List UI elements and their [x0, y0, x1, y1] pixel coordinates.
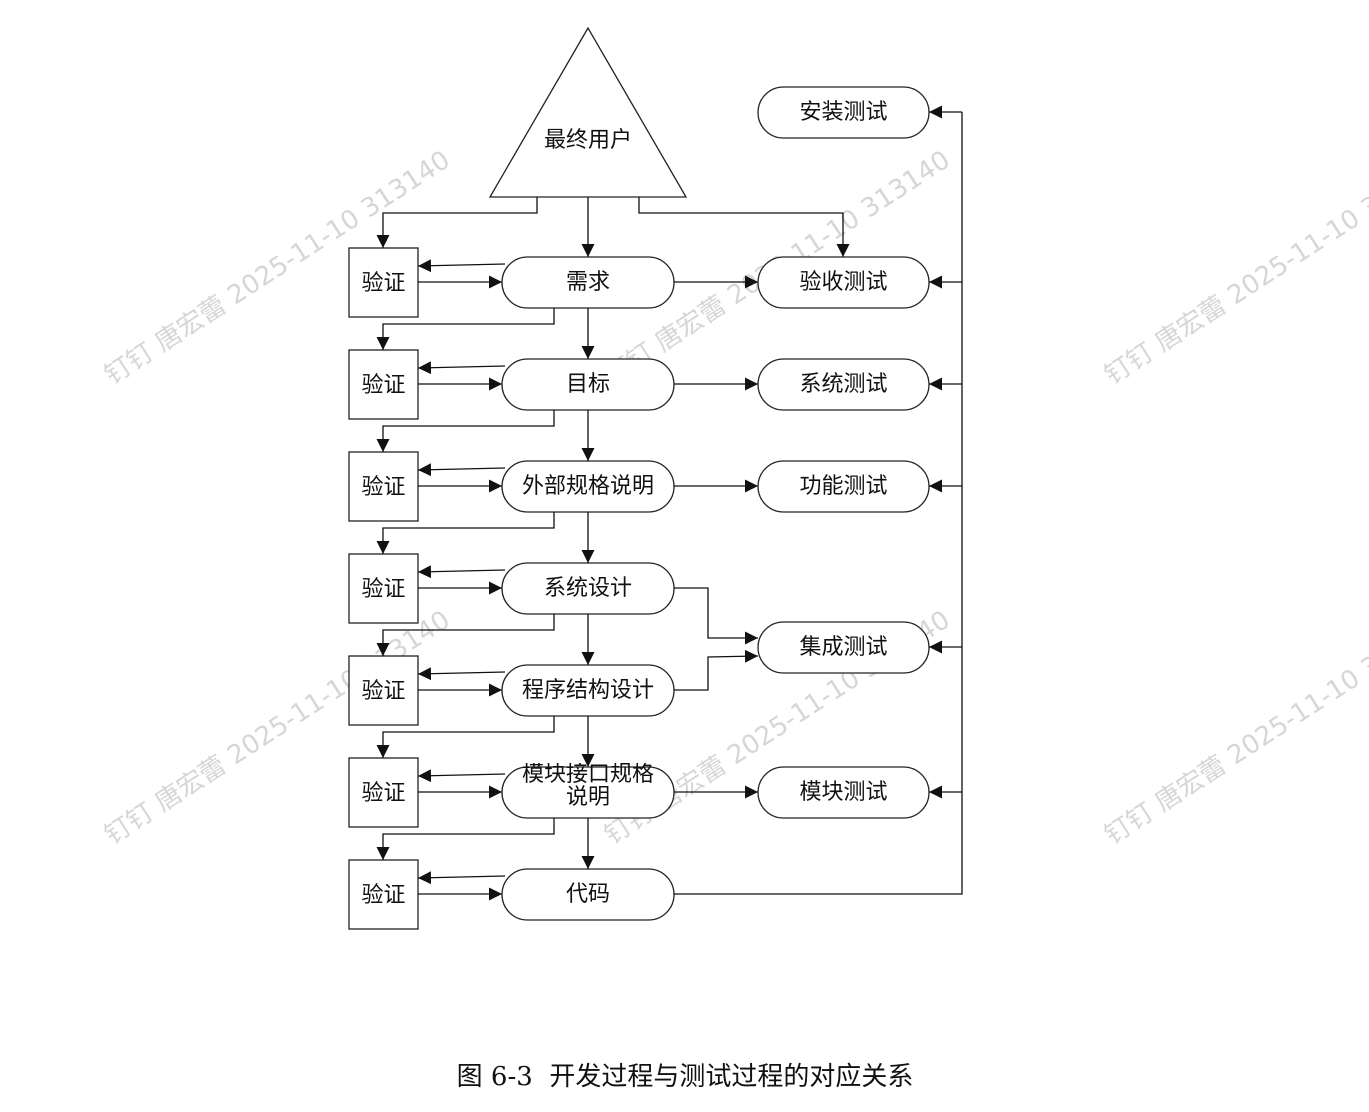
test-stage-list: 安装测试 验收测试 系统测试 功能测试 集成测试 模块测试 [757, 86, 930, 819]
dev-stage-list: 需求 目标 外部规格说明 系统设计 程序结构设计 模块接口规格说明 代码 [501, 256, 675, 921]
test-stage-label: 功能测试 [799, 474, 887, 499]
verify-box: 验证 [348, 553, 419, 624]
test-stage-label: 集成测试 [799, 635, 887, 660]
verify-label: 验证 [361, 271, 405, 296]
dev-stage: 需求 [501, 256, 675, 309]
test-stage-label: 模块测试 [799, 780, 887, 805]
end-user-label: 最终用户 [544, 128, 632, 153]
dev-stage: 目标 [501, 358, 675, 411]
dev-stage-label: 模块接口规格说明 [521, 763, 654, 810]
verify-box: 验证 [348, 247, 419, 318]
test-stage-label: 验收测试 [799, 270, 887, 295]
watermark-text: 钉钉 唐宏蕾 2025-11-10 313140 [1099, 605, 1369, 851]
test-stage: 集成测试 [757, 621, 930, 674]
dev-stage: 系统设计 [501, 562, 675, 615]
watermark-layer: 钉钉 唐宏蕾 2025-11-10 313140 钉钉 唐宏蕾 2025-11-… [99, 145, 1369, 851]
verify-label: 验证 [361, 475, 405, 500]
watermark-text: 钉钉 唐宏蕾 2025-11-10 313140 [1099, 145, 1369, 391]
dev-stage-label-wrap: 模块接口规格说明 [521, 763, 654, 810]
test-stage: 安装测试 [757, 86, 930, 139]
dev-stage: 外部规格说明 [501, 460, 675, 513]
code-feedback-bus [674, 105, 963, 895]
dev-stage-label: 外部规格说明 [522, 474, 654, 499]
dev-stage: 程序结构设计 [501, 664, 675, 717]
triangle-connectors [376, 197, 850, 257]
dev-stage-label: 程序结构设计 [522, 678, 654, 703]
test-stage-label: 安装测试 [799, 100, 887, 125]
test-stage: 验收测试 [757, 256, 930, 309]
verify-arrows [376, 259, 555, 901]
verify-label: 验证 [361, 373, 405, 398]
dev-stage-label: 目标 [566, 372, 610, 397]
verify-box: 验证 [348, 655, 419, 726]
verify-label: 验证 [361, 577, 405, 602]
figure-caption: 图 6-3 开发过程与测试过程的对应关系 [457, 1062, 914, 1092]
verify-box: 验证 [348, 451, 419, 522]
verify-label: 验证 [361, 883, 405, 908]
test-stage-label: 系统测试 [799, 372, 887, 397]
verify-box: 验证 [348, 757, 419, 828]
dev-stage: 模块接口规格说明 [501, 763, 675, 819]
dev-stage-label: 代码 [566, 882, 610, 907]
dev-stage-label: 需求 [566, 270, 610, 295]
dev-stage-label: 系统设计 [544, 576, 632, 601]
verify-label: 验证 [361, 781, 405, 806]
end-user-node: 最终用户 [488, 26, 688, 198]
test-stage: 模块测试 [757, 766, 930, 819]
test-stage: 系统测试 [757, 358, 930, 411]
test-stage: 功能测试 [757, 460, 930, 513]
verify-label: 验证 [361, 679, 405, 704]
dev-stage: 代码 [501, 868, 675, 921]
dev-to-test-arrows [674, 275, 759, 799]
verify-box: 验证 [348, 349, 419, 420]
verify-box-list: 验证 验证 验证 验证 验证 验证 验证 [348, 247, 419, 930]
verify-box: 验证 [348, 859, 419, 930]
